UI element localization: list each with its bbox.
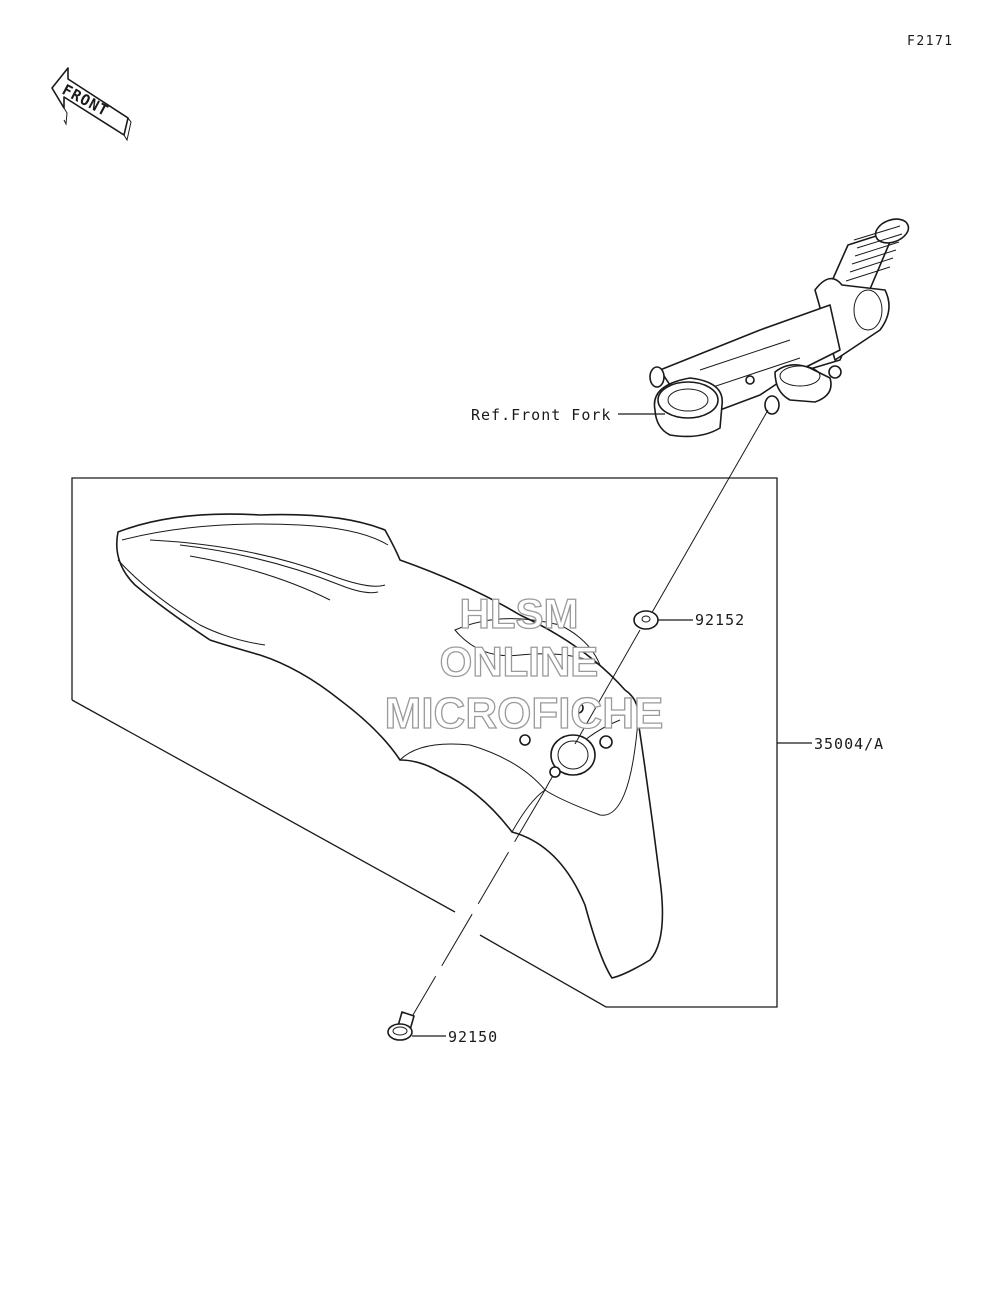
fender-assembly-part-number: 35004/A bbox=[814, 735, 884, 753]
washer-part-number: 92152 bbox=[695, 611, 745, 629]
watermark-line-3: MICROFICHE bbox=[385, 689, 664, 738]
washer-92152 bbox=[633, 610, 659, 630]
watermark-line-1: HLSM bbox=[460, 590, 579, 637]
bolt-part-number: 92150 bbox=[448, 1028, 498, 1046]
watermark-line-2: ONLINE bbox=[440, 638, 599, 685]
front-arrow-icon: FRONT bbox=[51, 67, 132, 142]
mount-centerline-mid bbox=[574, 629, 641, 745]
front-fork-bracket bbox=[649, 218, 910, 438]
front-fender bbox=[116, 513, 664, 979]
diagram-code: F2171 bbox=[907, 34, 954, 49]
mount-centerline-lower bbox=[409, 789, 546, 1021]
watermark: HLSM ONLINE MICROFICHE bbox=[384, 589, 664, 738]
bolt-92150 bbox=[387, 1011, 415, 1041]
ref-front-fork-label: Ref.Front Fork bbox=[471, 406, 611, 424]
mount-centerline-upper bbox=[649, 409, 769, 617]
